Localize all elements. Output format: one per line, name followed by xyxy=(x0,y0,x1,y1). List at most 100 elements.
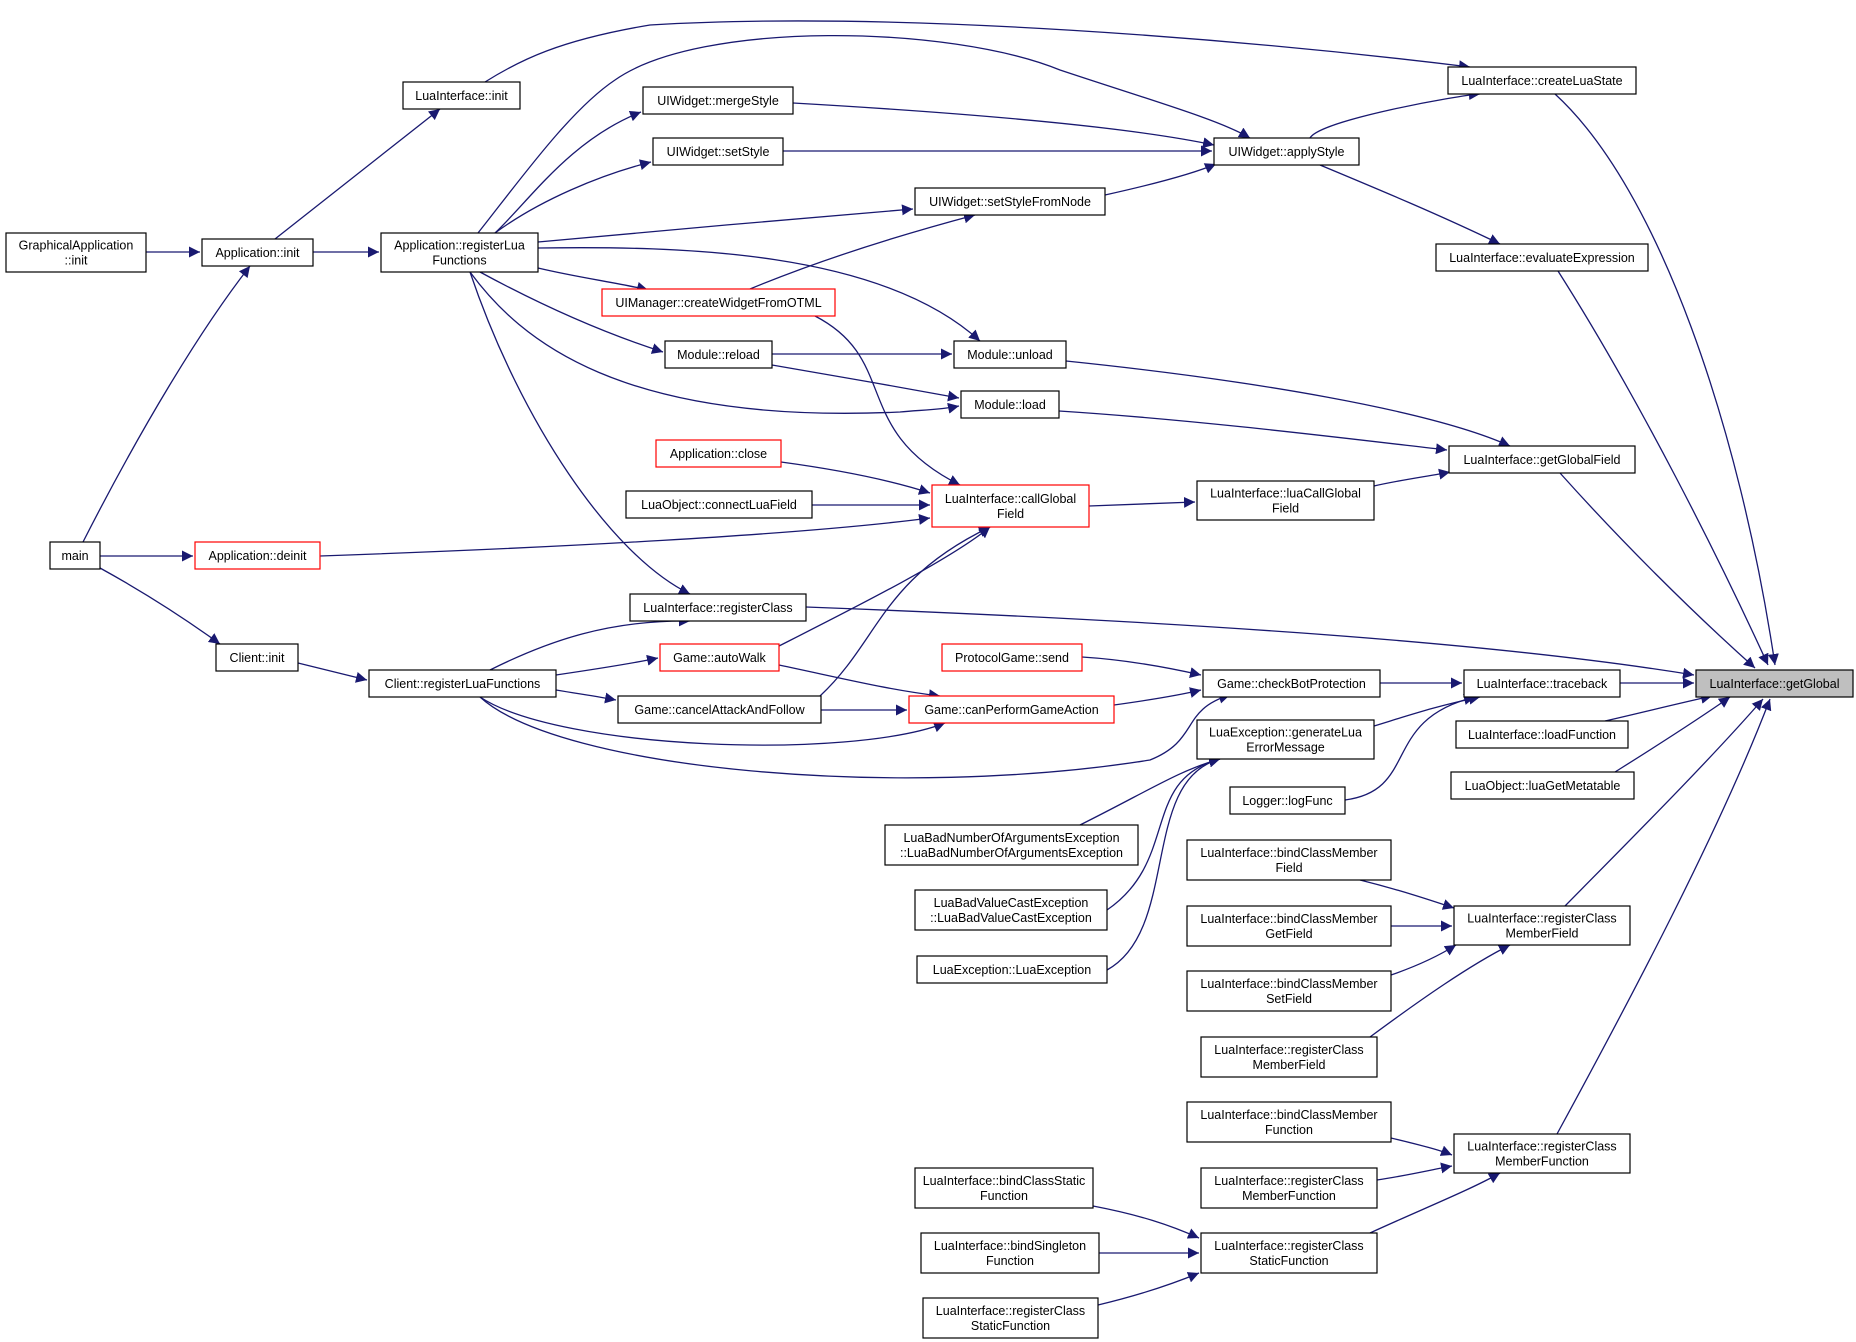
edge-main-app-init xyxy=(82,265,251,543)
node-box xyxy=(953,340,1067,369)
edge-client-reg-can-perform xyxy=(479,696,946,746)
node-cancel-attack[interactable]: Game::cancelAttackAndFollow xyxy=(617,695,822,724)
node-label: GraphicalApplication xyxy=(19,239,134,253)
node-set-style-from-node[interactable]: UIWidget::setStyleFromNode xyxy=(914,187,1106,216)
node-label: LuaInterface::registerClass xyxy=(1214,1043,1363,1057)
edge-main-client-init xyxy=(99,567,221,645)
node-app-init[interactable]: Application::init xyxy=(201,238,314,267)
node-app-register-lua[interactable]: Application::registerLuaFunctions xyxy=(380,232,539,273)
node-box xyxy=(1186,1101,1392,1143)
node-reg-class-member-function[interactable]: LuaInterface::registerClassMemberFunctio… xyxy=(1453,1133,1631,1174)
node-box xyxy=(920,1232,1100,1274)
node-app-deinit[interactable]: Application::deinit xyxy=(194,541,321,570)
node-client-init[interactable]: Client::init xyxy=(215,643,299,672)
node-label: Application::registerLua xyxy=(394,239,525,253)
node-can-perform[interactable]: Game::canPerformGameAction xyxy=(908,695,1115,724)
node-lua-init[interactable]: LuaInterface::init xyxy=(402,81,521,110)
node-evaluate-expression[interactable]: LuaInterface::evaluateExpression xyxy=(1435,243,1649,272)
node-create-lua-state[interactable]: LuaInterface::createLuaState xyxy=(1447,66,1637,95)
node-label: LuaException::LuaException xyxy=(933,963,1091,977)
node-label: LuaInterface::loadFunction xyxy=(1468,728,1616,742)
node-auto-walk[interactable]: Game::autoWalk xyxy=(659,643,780,672)
node-label: LuaObject::luaGetMetatable xyxy=(1465,779,1621,793)
node-check-bot[interactable]: Game::checkBotProtection xyxy=(1202,669,1381,698)
node-box xyxy=(931,484,1090,528)
edge-cancel-call-global xyxy=(819,526,991,697)
node-box xyxy=(1435,243,1649,272)
node-module-unload[interactable]: Module::unload xyxy=(953,340,1067,369)
node-reg-class-static-function2[interactable]: LuaInterface::registerClassStaticFunctio… xyxy=(922,1297,1099,1339)
node-label: Function xyxy=(986,1254,1034,1268)
edge-register-set-style xyxy=(494,159,652,234)
node-box xyxy=(1186,970,1392,1012)
node-label: Logger::logFunc xyxy=(1242,794,1332,808)
node-log-func[interactable]: Logger::logFunc xyxy=(1229,786,1346,815)
node-set-style[interactable]: UIWidget::setStyle xyxy=(652,137,784,166)
node-box xyxy=(215,643,299,672)
edge-get-global-field xyxy=(1559,472,1756,669)
node-label: LuaInterface::traceback xyxy=(1477,677,1608,691)
node-box xyxy=(652,137,784,166)
node-lua-exception[interactable]: LuaException::LuaException xyxy=(916,955,1108,984)
node-traceback[interactable]: LuaInterface::traceback xyxy=(1463,669,1621,698)
node-box xyxy=(1455,720,1629,749)
node-label: Application::close xyxy=(670,447,767,461)
edge-bind-member-set-field-reg xyxy=(1390,944,1457,976)
node-client-register-lua[interactable]: Client::registerLuaFunctions xyxy=(368,669,557,698)
edge-auto-walk-call-global xyxy=(778,526,991,647)
node-protocol-send[interactable]: ProtocolGame::send xyxy=(941,643,1083,672)
node-merge-style[interactable]: UIWidget::mergeStyle xyxy=(642,86,794,115)
node-load-function[interactable]: LuaInterface::loadFunction xyxy=(1455,720,1629,749)
node-box xyxy=(402,81,521,110)
node-create-widget-from-otml[interactable]: UIManager::createWidgetFromOTML xyxy=(601,288,836,317)
edge-apply-style-create xyxy=(1309,89,1481,139)
edge-load-function xyxy=(1604,692,1713,722)
node-box xyxy=(625,490,813,519)
node-box xyxy=(655,439,782,468)
node-label: ProtocolGame::send xyxy=(955,651,1069,665)
node-label: UIWidget::applyStyle xyxy=(1228,145,1344,159)
edge-reg-member-function2-reg xyxy=(1376,1162,1453,1181)
node-label: LuaInterface::bindClassStatic xyxy=(923,1174,1086,1188)
node-app-close[interactable]: Application::close xyxy=(655,439,782,468)
node-module-reload[interactable]: Module::reload xyxy=(664,340,773,369)
node-get-global[interactable]: LuaInterface::getGlobal xyxy=(1695,669,1854,698)
node-lua-get-metatable[interactable]: LuaObject::luaGetMetatable xyxy=(1450,771,1635,800)
node-main[interactable]: main xyxy=(49,541,101,570)
node-bad-num-args[interactable]: LuaBadNumberOfArgumentsException::LuaBad… xyxy=(884,824,1139,866)
node-box xyxy=(380,232,539,273)
node-label: MemberField xyxy=(1506,927,1579,941)
node-apply-style[interactable]: UIWidget::applyStyle xyxy=(1213,137,1360,166)
node-layer: LuaInterface::getGlobal LuaInterface::cre… xyxy=(5,66,1854,1339)
node-reg-class-static-function[interactable]: LuaInterface::registerClassStaticFunctio… xyxy=(1200,1232,1378,1274)
node-graphical-init[interactable]: GraphicalApplication::init xyxy=(5,232,147,273)
node-label: GetField xyxy=(1265,927,1312,941)
edge-log-func-traceback xyxy=(1344,694,1476,801)
edge-module-unload-get-global-field xyxy=(1065,360,1511,447)
node-reg-class-member-function2[interactable]: LuaInterface::registerClassMemberFunctio… xyxy=(1200,1167,1378,1209)
edge-bind-member-field-reg xyxy=(1359,879,1455,910)
node-connect-lua-field[interactable]: LuaObject::connectLuaField xyxy=(625,490,813,519)
node-box xyxy=(1213,137,1360,166)
node-label: LuaInterface::registerClass xyxy=(1214,1239,1363,1253)
node-get-global-field[interactable]: LuaInterface::getGlobalField xyxy=(1448,445,1636,474)
node-box xyxy=(916,955,1108,984)
node-module-load[interactable]: Module::load xyxy=(960,390,1060,419)
node-label: LuaInterface::registerClass xyxy=(1467,1140,1616,1154)
node-box xyxy=(1200,1232,1378,1274)
node-register-class[interactable]: LuaInterface::registerClass xyxy=(629,593,807,622)
edge-register-module-reload xyxy=(479,271,664,354)
node-bad-value-cast[interactable]: LuaBadValueCastException::LuaBadValueCas… xyxy=(914,889,1108,931)
node-label: main xyxy=(61,549,88,563)
